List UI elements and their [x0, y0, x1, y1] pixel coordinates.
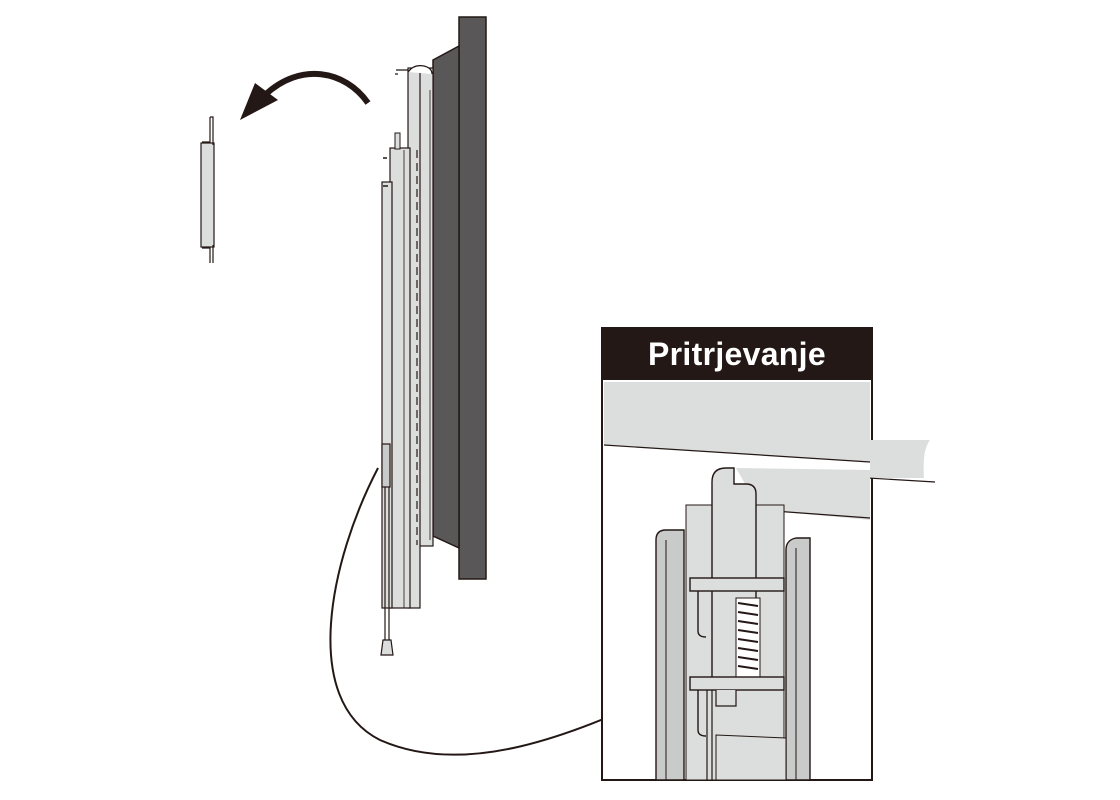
wall-bracket: [381, 65, 434, 609]
display-panel: [432, 16, 487, 580]
support-leg: [380, 443, 394, 656]
detail-inset: [601, 327, 936, 781]
detail-title: Pritrjevanje: [602, 328, 872, 380]
curved-arrow-icon: [240, 70, 371, 120]
detached-hook-plate: [200, 116, 215, 263]
